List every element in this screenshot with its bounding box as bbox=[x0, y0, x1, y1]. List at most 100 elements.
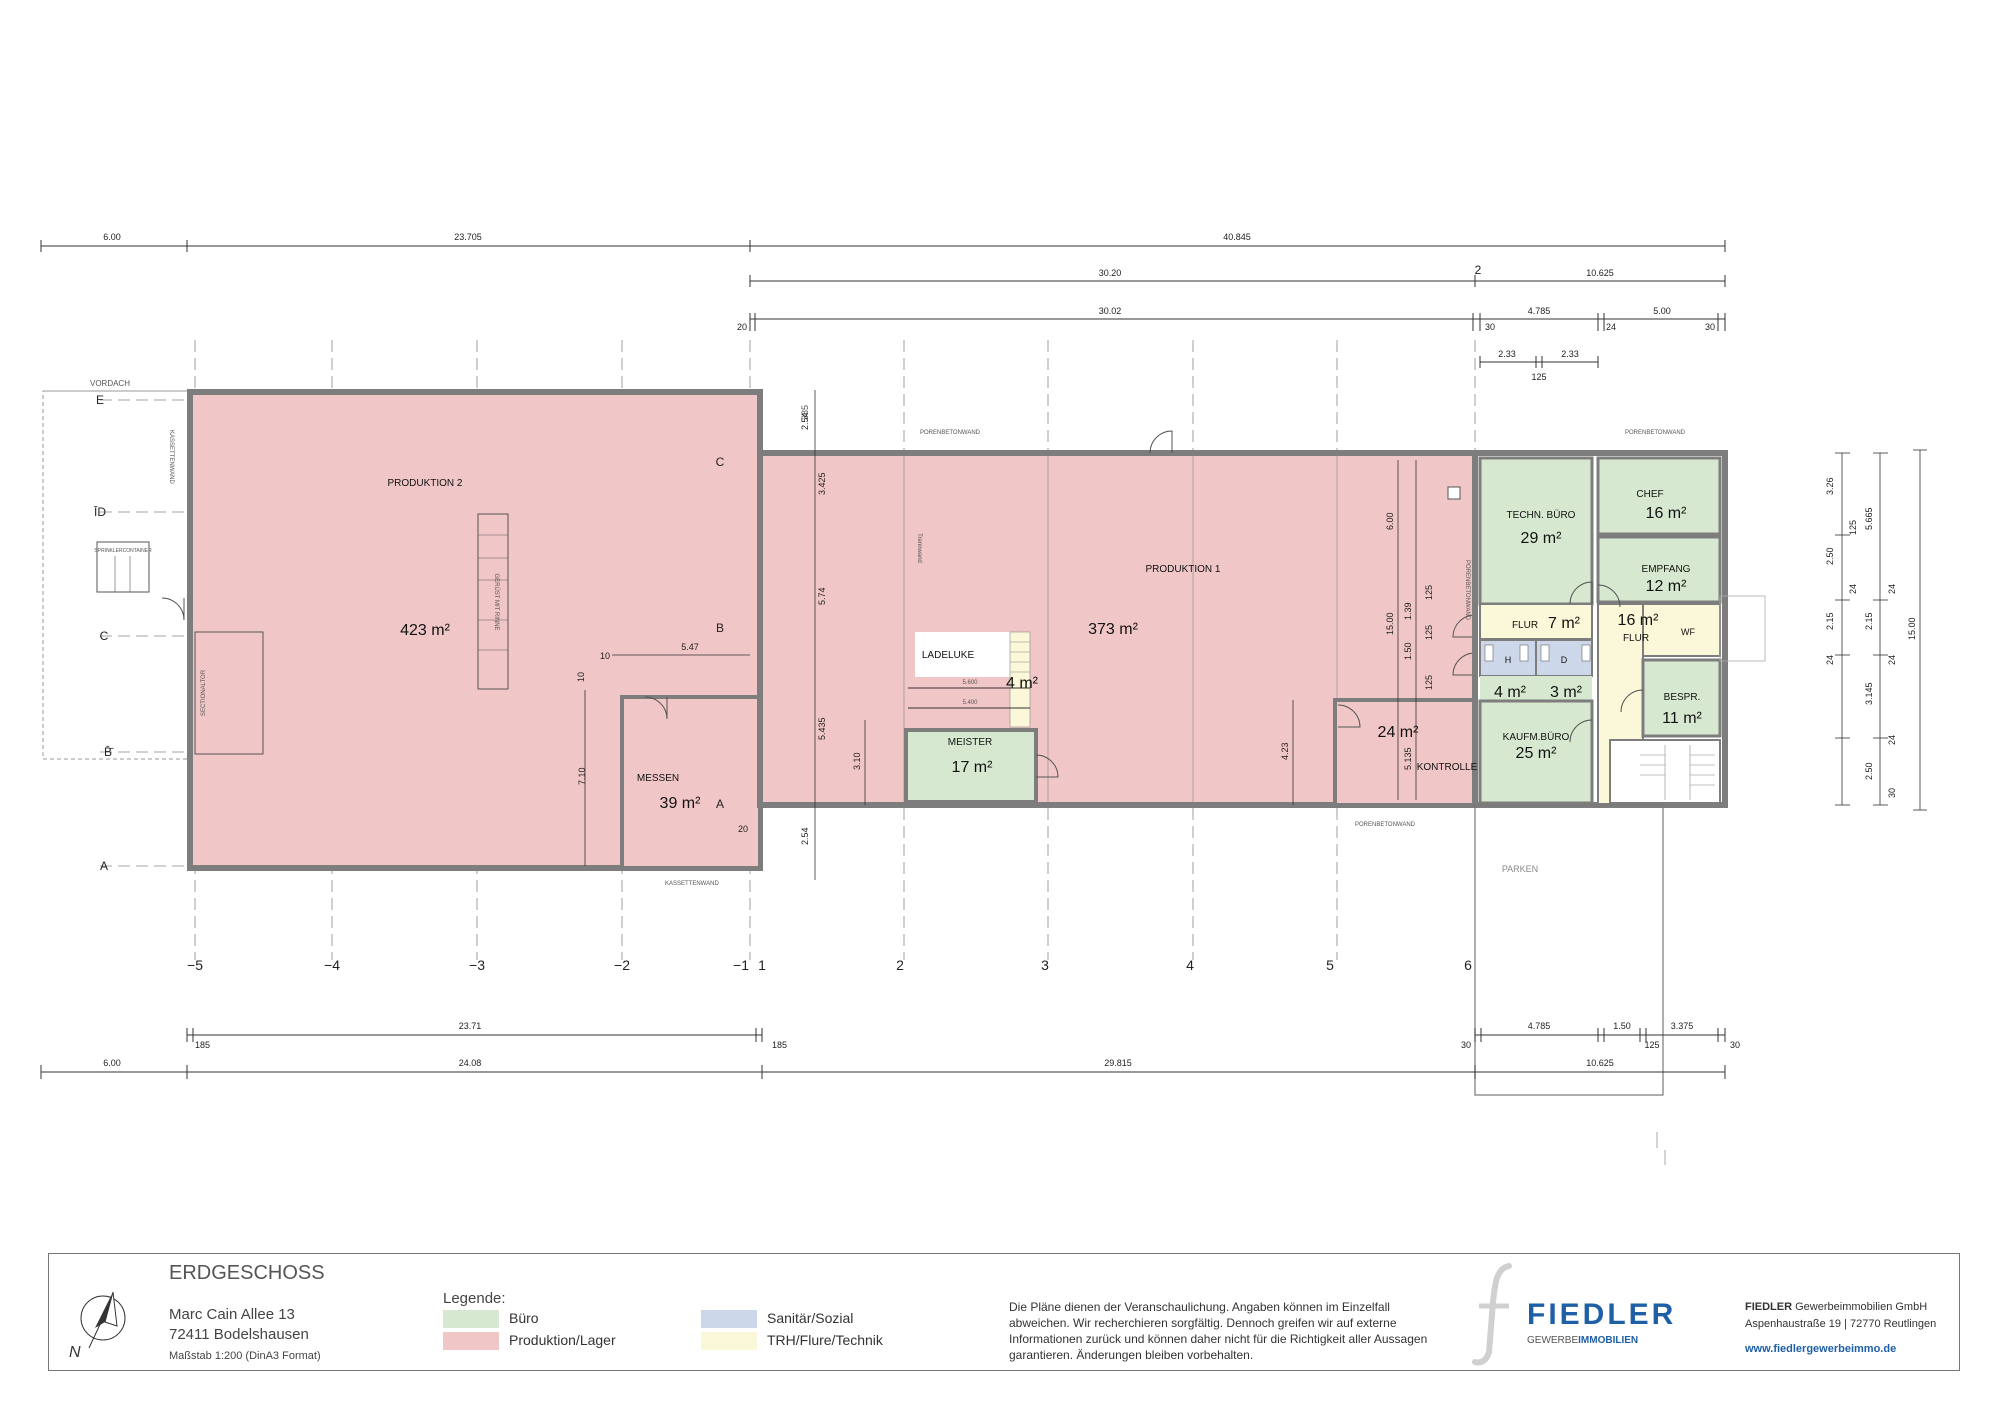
room-area: 7 m² bbox=[1548, 615, 1581, 632]
dim-label: 40.845 bbox=[1223, 232, 1251, 242]
dim-label: 30 bbox=[1730, 1040, 1740, 1050]
dim-label: 5.00 bbox=[1653, 306, 1671, 316]
room-label: KAUFM.BÜRO bbox=[1503, 731, 1570, 743]
grid-row-label: ĪD bbox=[94, 505, 106, 519]
wall-label: PORENBETONWAND bbox=[920, 430, 981, 436]
regal-label: GERÜST MIT RINNE bbox=[493, 573, 500, 630]
dim-label: 23.71 bbox=[459, 1021, 482, 1031]
legend-label: Sanitär/Sozial bbox=[767, 1310, 854, 1326]
dim-label: 3.425 bbox=[817, 472, 827, 495]
wc-d-area bbox=[1536, 676, 1592, 701]
room-label: D bbox=[1561, 655, 1568, 665]
grid-col-label: 1 bbox=[758, 957, 766, 973]
trennwand-label: Trennwand bbox=[916, 533, 922, 563]
room-area: 3 m² bbox=[1550, 684, 1583, 701]
vordach-label: VORDACH bbox=[90, 379, 130, 388]
legend-swatch-sanitaer bbox=[701, 1310, 757, 1328]
company-website[interactable]: www.fiedlergewerbeimmo.de bbox=[1745, 1343, 1897, 1355]
room-area: 423 m² bbox=[400, 622, 450, 639]
top-dimensions bbox=[40, 240, 1726, 368]
dim-label: 30.20 bbox=[1099, 268, 1122, 278]
chef-room bbox=[1596, 456, 1722, 536]
dim-label: 2.33 bbox=[1561, 349, 1579, 359]
room-area: 11 m² bbox=[1662, 710, 1702, 727]
legend-label: Büro bbox=[509, 1310, 539, 1326]
dim-label: 5.435 bbox=[817, 717, 827, 740]
dim-label: 24 bbox=[1887, 655, 1897, 665]
top-dim-labels: 6.00 23.705 40.845 30.20 2 10.625 20 30.… bbox=[103, 232, 1715, 382]
dim-label: 20 bbox=[738, 824, 748, 834]
dim-label: 24 bbox=[1887, 584, 1897, 594]
dim-label: 10 bbox=[576, 672, 586, 682]
room-label: PRODUKTION 2 bbox=[387, 478, 462, 489]
dim-label: 185 bbox=[772, 1040, 787, 1050]
dim-label: 24 bbox=[1606, 322, 1616, 332]
dim-label: 6.00 bbox=[103, 232, 121, 242]
dim-label: 2.54 bbox=[800, 412, 810, 430]
dim-label: 15.00 bbox=[1385, 612, 1395, 635]
dim-label: 30.02 bbox=[1099, 306, 1122, 316]
dim-label: 2.15 bbox=[1825, 612, 1835, 630]
title-block: N ERDGESCHOSS Marc Cain Allee 13 72411 B… bbox=[48, 1253, 1960, 1371]
dim-label: 2.15 bbox=[1864, 612, 1874, 630]
dim-label: 4.785 bbox=[1528, 306, 1551, 316]
room-area: 4 m² bbox=[1006, 675, 1039, 692]
room-area: 29 m² bbox=[1521, 530, 1563, 547]
wall-label: PORENBETONWAND bbox=[1625, 430, 1686, 436]
dim-label: 20 bbox=[737, 322, 747, 332]
regal bbox=[477, 513, 509, 690]
company-name: FIEDLER Gewerbeimmobilien GmbH bbox=[1745, 1301, 1928, 1313]
room-label: LADELUKE bbox=[922, 650, 975, 661]
legend-label: Produktion/Lager bbox=[509, 1332, 616, 1348]
dim-label: 3.10 bbox=[852, 752, 862, 770]
sectionaltor bbox=[194, 631, 264, 755]
legend-title: Legende: bbox=[443, 1290, 506, 1307]
address-line-1: Marc Cain Allee 13 bbox=[169, 1306, 295, 1323]
north-arrow-icon bbox=[80, 1291, 126, 1349]
ladeluke-area bbox=[915, 632, 1010, 677]
dim-label: 10 bbox=[600, 651, 610, 661]
room-label: TECHN. BÜRO bbox=[1507, 509, 1576, 521]
room-area: 17 m² bbox=[952, 759, 994, 776]
room-label: CHEF bbox=[1636, 489, 1663, 500]
wall-label: KASSETTENWAND bbox=[168, 430, 174, 484]
room-label: H bbox=[1505, 655, 1512, 665]
room-label: PRODUKTION 1 bbox=[1145, 564, 1220, 575]
stair-dim: 5.600 bbox=[962, 680, 978, 686]
dim-label: 1.50 bbox=[1613, 1021, 1631, 1031]
grid-row-label: B bbox=[716, 621, 724, 635]
sprinkler-container bbox=[96, 541, 150, 593]
dim-label: 29.815 bbox=[1104, 1058, 1132, 1068]
grid-row-label: C bbox=[716, 455, 725, 469]
grid-row-label: B̄̄ bbox=[104, 745, 114, 759]
brand-sub: GEWERBEIMMOBILIEN bbox=[1527, 1335, 1639, 1346]
dim-label: 30 bbox=[1705, 322, 1715, 332]
wall-label: PORENBETONWAND bbox=[1355, 822, 1416, 828]
room-area: 16 m² bbox=[1618, 612, 1660, 629]
dim-label: 6.00 bbox=[1385, 512, 1395, 530]
dim-label: 10.625 bbox=[1586, 268, 1614, 278]
dim-label: 7.10 bbox=[577, 767, 587, 785]
north-label: N bbox=[69, 1344, 81, 1361]
grid-col-label: 3 bbox=[1041, 957, 1049, 973]
grid-col-label: −3 bbox=[469, 957, 485, 973]
dim-label: 125 bbox=[1531, 372, 1546, 382]
dim-label: 4.23 bbox=[1280, 742, 1290, 760]
dim-label: 3.26 bbox=[1825, 477, 1835, 495]
room-label: MEISTER bbox=[948, 737, 992, 748]
dim-label: 30 bbox=[1887, 788, 1897, 798]
dim-label: 1.50 bbox=[1403, 642, 1413, 660]
wall-label: KASSETTENWAND bbox=[665, 881, 719, 887]
plan-title: ERDGESCHOSS bbox=[169, 1262, 325, 1284]
dim-label: 3.145 bbox=[1864, 682, 1874, 705]
grid-col-label: 2 bbox=[896, 957, 904, 973]
room-area: 4 m² bbox=[1494, 684, 1527, 701]
dim-label: 30 bbox=[1485, 322, 1495, 332]
dim-label: 24 bbox=[1848, 584, 1858, 594]
dim-label: 4.785 bbox=[1528, 1021, 1551, 1031]
room-label: KONTROLLE bbox=[1417, 762, 1478, 773]
grid-col-label: −5 bbox=[187, 957, 203, 973]
dim-label: 2.33 bbox=[1498, 349, 1516, 359]
dim-label: 5.135 bbox=[1403, 747, 1413, 770]
grid-col-label: −1 bbox=[733, 957, 749, 973]
